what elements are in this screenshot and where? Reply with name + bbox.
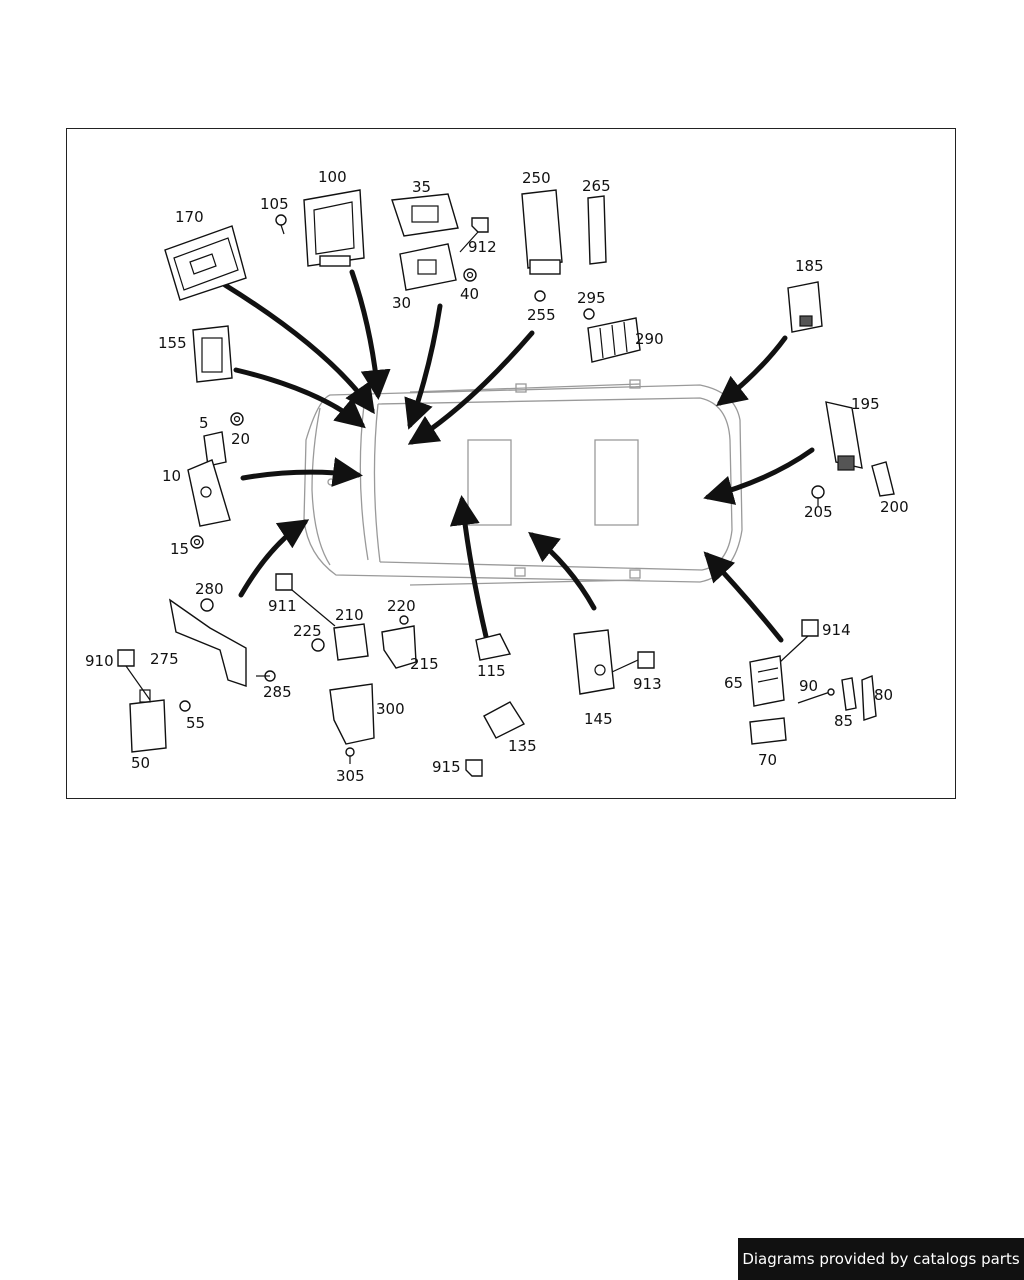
label-275: 275 — [150, 650, 179, 668]
label-30: 30 — [392, 294, 411, 312]
connector-914-icon — [779, 619, 819, 663]
label-255: 255 — [527, 306, 556, 324]
label-90: 90 — [799, 677, 818, 695]
connector-910-icon — [117, 649, 151, 701]
label-85: 85 — [834, 712, 853, 730]
leader-arrows — [222, 269, 815, 648]
part-135-module[interactable] — [483, 701, 526, 739]
label-220: 220 — [387, 597, 416, 615]
part-300-bracket[interactable] — [329, 683, 375, 745]
label-65: 65 — [724, 674, 743, 692]
part-115-module[interactable] — [475, 633, 512, 661]
part-185-module[interactable] — [787, 281, 823, 333]
part-65-module[interactable] — [749, 655, 785, 707]
part-85-clip[interactable] — [841, 677, 857, 711]
connector-915-icon — [465, 759, 483, 777]
part-195-module[interactable] — [825, 401, 863, 471]
label-80: 80 — [874, 686, 893, 704]
part-285-bolt-icon — [256, 670, 276, 682]
label-225: 225 — [293, 622, 322, 640]
part-15-nut-icon — [190, 535, 204, 549]
label-205: 205 — [804, 503, 833, 521]
part-215-bracket[interactable] — [381, 625, 417, 669]
part-295-screw-icon — [583, 308, 595, 320]
part-labels: 170 100 105 35 912 30 40 250 265 255 295… — [85, 168, 909, 785]
label-285: 285 — [263, 683, 292, 701]
part-40-nut-icon — [463, 268, 477, 282]
part-275-bracket[interactable] — [168, 598, 247, 687]
label-135: 135 — [508, 737, 537, 755]
label-914: 914 — [822, 621, 851, 639]
label-35: 35 — [412, 178, 431, 196]
label-170: 170 — [175, 208, 204, 226]
part-250-module[interactable] — [521, 189, 563, 275]
label-40: 40 — [460, 285, 479, 303]
label-290: 290 — [635, 330, 664, 348]
label-265: 265 — [582, 177, 611, 195]
label-280: 280 — [195, 580, 224, 598]
label-295: 295 — [577, 289, 606, 307]
label-910: 910 — [85, 652, 114, 670]
label-300: 300 — [376, 700, 405, 718]
part-100-ecu[interactable] — [303, 189, 365, 267]
part-210-module[interactable] — [333, 623, 369, 661]
part-50-module[interactable] — [129, 689, 167, 753]
label-155: 155 — [158, 334, 187, 352]
label-200: 200 — [880, 498, 909, 516]
label-915: 915 — [432, 758, 461, 776]
label-215: 215 — [410, 655, 439, 673]
part-5-clip[interactable] — [203, 431, 227, 467]
label-20: 20 — [231, 430, 250, 448]
label-913: 913 — [633, 675, 662, 693]
part-280-nut-icon — [200, 598, 214, 612]
label-5: 5 — [199, 414, 209, 432]
label-250: 250 — [522, 169, 551, 187]
part-145-module[interactable] — [573, 629, 615, 695]
part-30-module[interactable] — [399, 243, 457, 291]
part-80-clip[interactable] — [861, 675, 877, 721]
label-911: 911 — [268, 597, 297, 615]
part-265-sensor[interactable] — [587, 195, 607, 265]
part-35-bracket[interactable] — [391, 193, 459, 237]
connector-911-icon — [275, 573, 336, 627]
part-200-clip[interactable] — [871, 461, 895, 497]
label-115: 115 — [477, 662, 506, 680]
label-210: 210 — [335, 606, 364, 624]
part-225-nut-icon — [311, 638, 325, 652]
connector-912-icon — [459, 217, 489, 253]
label-55: 55 — [186, 714, 205, 732]
label-185: 185 — [795, 257, 824, 275]
label-10: 10 — [162, 467, 181, 485]
part-155-module[interactable] — [192, 325, 233, 383]
part-90-bolt-icon — [797, 688, 835, 704]
part-70-holder[interactable] — [749, 717, 787, 745]
label-50: 50 — [131, 754, 150, 772]
label-145: 145 — [584, 710, 613, 728]
part-255-screw-icon — [534, 290, 546, 302]
label-912: 912 — [468, 238, 497, 256]
label-105: 105 — [260, 195, 289, 213]
label-100: 100 — [318, 168, 347, 186]
part-220-screw-icon — [399, 615, 409, 625]
label-195: 195 — [851, 395, 880, 413]
part-10-bracket[interactable] — [187, 459, 231, 527]
label-305: 305 — [336, 767, 365, 785]
footer-credit: Diagrams provided by catalogs parts — [738, 1238, 1024, 1280]
part-170-module[interactable] — [164, 225, 247, 301]
part-305-bolt-icon — [345, 747, 355, 764]
part-20-nut-icon — [230, 412, 244, 426]
part-55-nut-icon — [179, 700, 191, 712]
part-290-fuse-block[interactable] — [587, 317, 641, 363]
label-70: 70 — [758, 751, 777, 769]
label-15: 15 — [170, 540, 189, 558]
part-105-bolt-icon — [275, 214, 287, 235]
part-205-bolt-icon — [811, 485, 825, 506]
connector-913-icon — [611, 651, 655, 673]
